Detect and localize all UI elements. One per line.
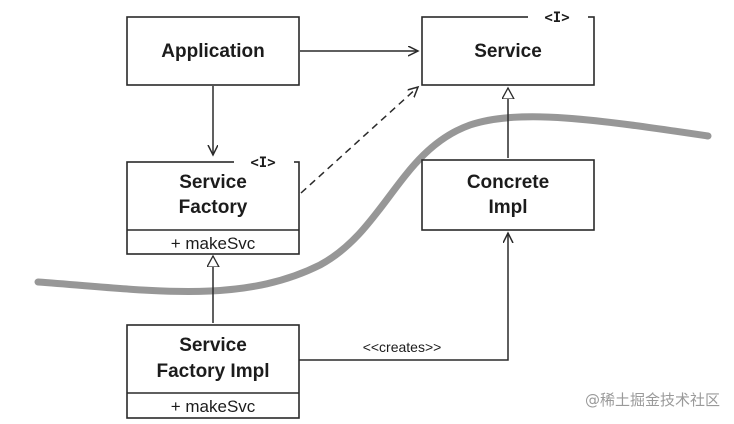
concrete-impl-title-line2: Impl bbox=[488, 197, 527, 218]
service-factory-impl-member: + makeSvc bbox=[171, 397, 256, 416]
watermark-text: @稀土掘金技术社区 bbox=[585, 391, 720, 409]
creates-arrow bbox=[299, 233, 508, 361]
service-interface-stereotype: <I> bbox=[544, 10, 569, 26]
service-factory-member: + makeSvc bbox=[171, 234, 256, 253]
application-title: Application bbox=[161, 41, 264, 62]
factory-to-service-dashed-arrow bbox=[300, 87, 418, 194]
service-factory-impl-box[interactable]: Service Factory Impl + makeSvc bbox=[126, 324, 300, 419]
service-factory-interface-box[interactable]: <I> Service Factory + makeSvc bbox=[126, 153, 300, 255]
service-factory-title-line1: Service bbox=[179, 172, 247, 193]
application-box[interactable]: Application bbox=[126, 16, 300, 86]
service-factory-impl-title-line1: Service bbox=[179, 335, 247, 356]
service-factory-title-line2: Factory bbox=[179, 197, 248, 218]
creates-label: <<creates>> bbox=[363, 339, 442, 355]
service-interface-box[interactable]: <I> Service bbox=[421, 8, 595, 86]
architecture-boundary-curve bbox=[34, 113, 712, 295]
service-factory-stereotype: <I> bbox=[250, 155, 275, 171]
service-factory-impl-title-line2: Factory Impl bbox=[157, 361, 270, 382]
concrete-impl-box[interactable]: Concrete Impl bbox=[421, 159, 595, 231]
concrete-impl-title-line1: Concrete bbox=[467, 172, 549, 193]
service-title: Service bbox=[474, 41, 542, 62]
